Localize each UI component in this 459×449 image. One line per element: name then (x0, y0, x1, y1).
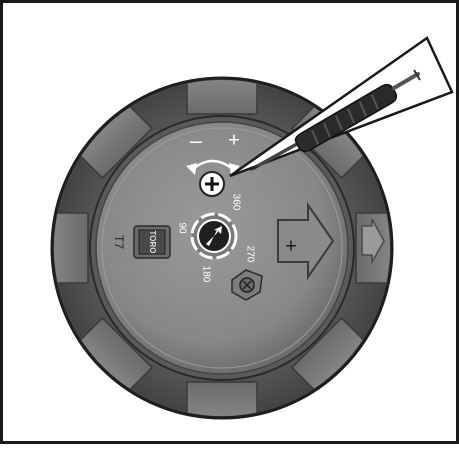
scale-360: 360 (230, 194, 241, 211)
brand-logo: TORO (148, 231, 157, 254)
model-label: T7 (112, 235, 126, 249)
scale-180: 180 (200, 266, 211, 283)
increase-label: + (228, 129, 240, 151)
scale-90: 90 (176, 222, 187, 234)
scale-270: 270 (244, 246, 255, 263)
arrow-plus-label: + (285, 235, 297, 257)
arc-dial[interactable] (192, 214, 236, 258)
decrease-label: – (190, 128, 203, 153)
brand-plate: TORO (134, 226, 170, 258)
plus-circle-icon[interactable] (200, 172, 224, 196)
